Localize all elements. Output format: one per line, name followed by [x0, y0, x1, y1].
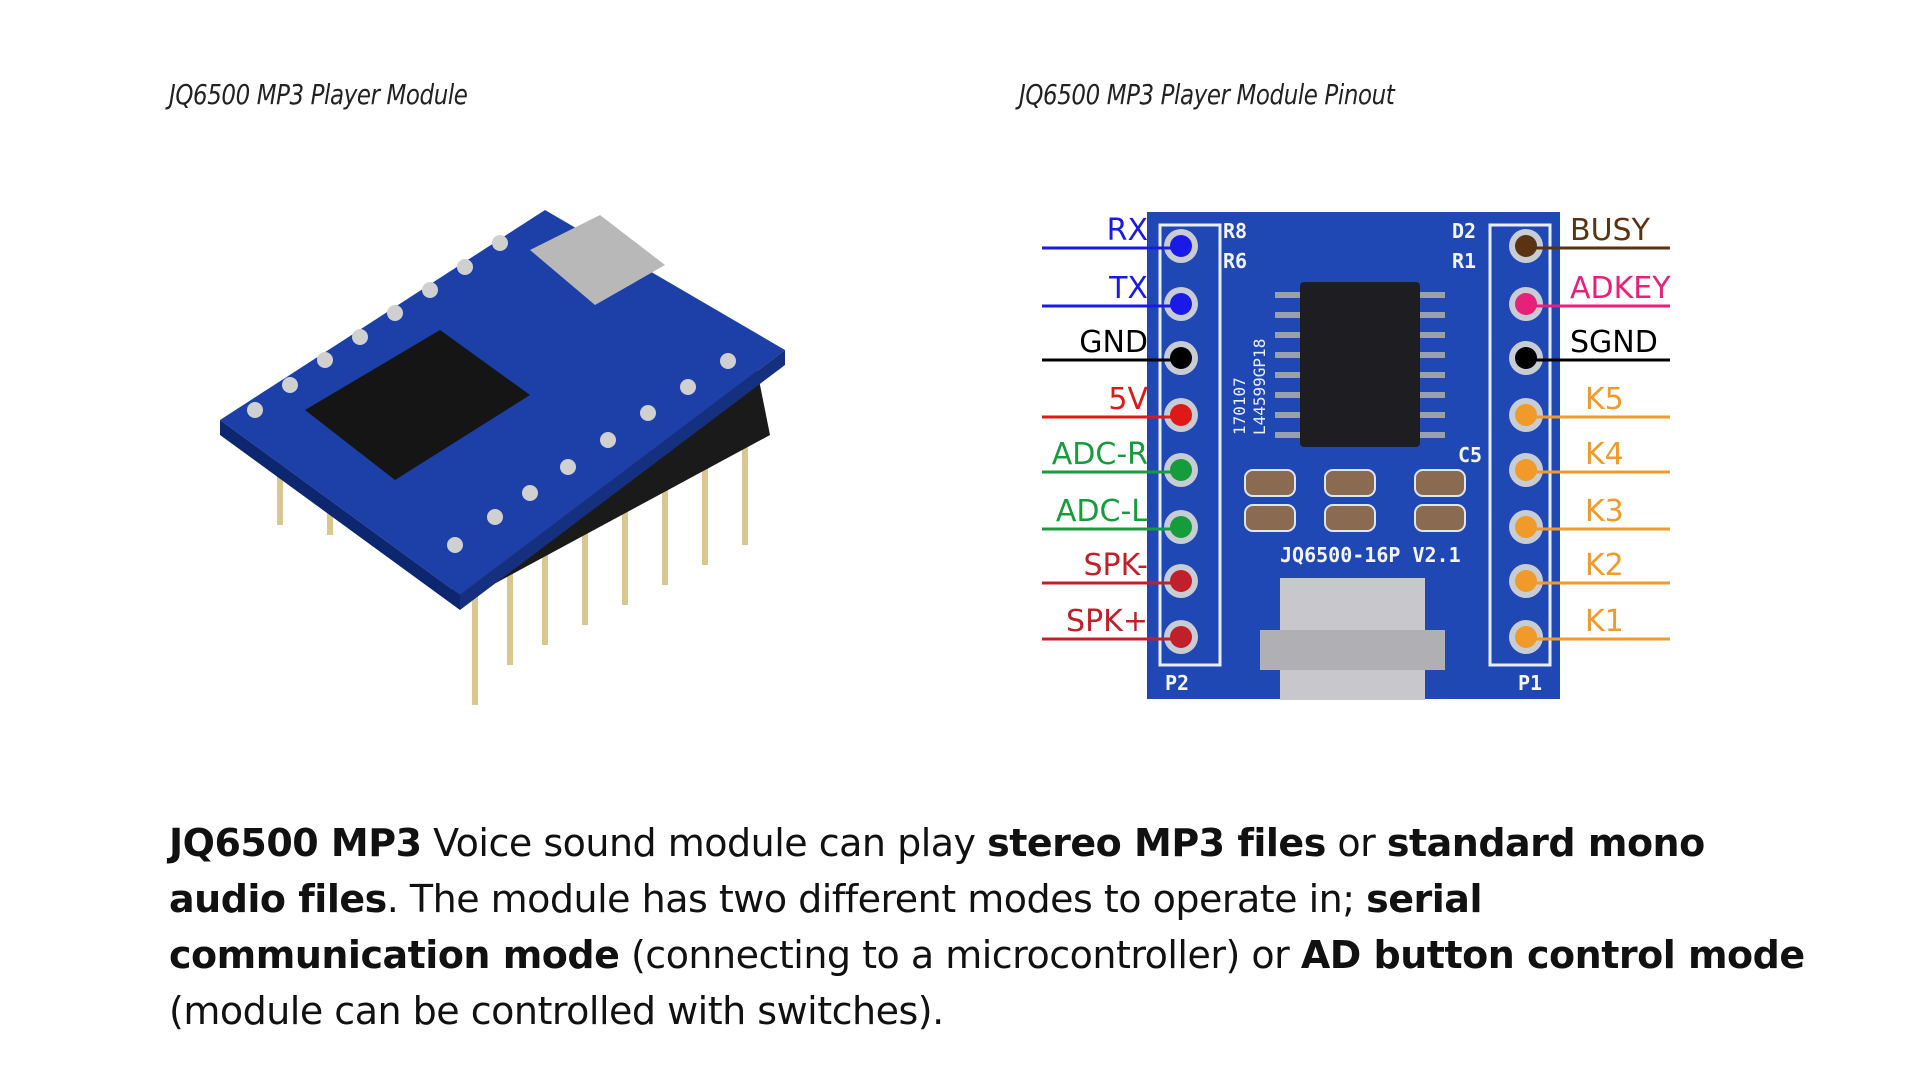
pin-k4: K4 — [1509, 437, 1670, 487]
pin-dot — [1170, 516, 1192, 538]
pin-label: TX — [1108, 271, 1148, 306]
board-silkscreen: JQ6500-16P V2.1 — [1280, 543, 1461, 567]
pin-dot — [1515, 404, 1537, 426]
pin-label: K1 — [1585, 604, 1624, 639]
pin-adc-l: ADC-L — [1042, 494, 1198, 544]
pin-adc-r: ADC-R — [1042, 437, 1198, 487]
pin-label: ADC-L — [1056, 494, 1148, 529]
pin-dot — [1515, 293, 1537, 315]
ref-label: R8 — [1223, 219, 1247, 243]
pin-k1: K1 — [1509, 604, 1670, 654]
pin-label: SPK- — [1084, 548, 1148, 583]
desc-text: (connecting to a microcontroller) or — [619, 933, 1301, 977]
usb-port — [530, 215, 665, 305]
ref-label: P2 — [1165, 671, 1189, 695]
chip-marking: 170107 — [1230, 377, 1249, 435]
chip — [1300, 282, 1420, 447]
pin-k2: K2 — [1509, 548, 1670, 598]
ref-label: R1 — [1452, 249, 1476, 273]
pin-dot — [1170, 404, 1192, 426]
pin-k5: K5 — [1509, 382, 1670, 432]
pin-gnd: GND — [1042, 325, 1198, 375]
pin-dot — [1515, 516, 1537, 538]
pin-spk-: SPK- — [1042, 548, 1198, 598]
pin-label: GND — [1079, 325, 1148, 360]
pin-label: ADC-R — [1052, 437, 1148, 472]
pin-tx: TX — [1042, 271, 1198, 321]
pin-dot — [1515, 626, 1537, 648]
ref-label: R6 — [1223, 249, 1247, 273]
pin-label: SGND — [1570, 325, 1658, 360]
pin-5v: 5V — [1042, 382, 1198, 432]
desc-bold: serial communication mode — [169, 877, 1482, 977]
pin-dot — [1515, 347, 1537, 369]
pin-k3: K3 — [1509, 494, 1670, 544]
desc-bold: JQ6500 MP3 — [169, 821, 422, 865]
pin-busy: BUSY — [1509, 213, 1670, 263]
chip-marking: L44599GP18 — [1250, 339, 1269, 435]
pin-dot — [1170, 347, 1192, 369]
pin-dot — [1170, 235, 1192, 257]
pin-label: K3 — [1585, 494, 1624, 529]
desc-text: Voice sound module can play — [421, 821, 988, 865]
pin-spk-: SPK+ — [1042, 604, 1198, 654]
pin-label: RX — [1107, 213, 1148, 248]
description-paragraph: JQ6500 MP3 Voice sound module can play s… — [169, 815, 1809, 1039]
pin-label: K5 — [1585, 382, 1624, 417]
chip — [305, 330, 530, 480]
module-photo — [220, 210, 785, 705]
pin-label: 5V — [1108, 382, 1148, 417]
pin-adkey: ADKEY — [1509, 271, 1671, 321]
pin-dot — [1170, 293, 1192, 315]
pin-label: BUSY — [1570, 213, 1651, 248]
pin-dot — [1170, 626, 1192, 648]
ref-label: C5 — [1458, 443, 1482, 467]
pin-dot — [1515, 570, 1537, 592]
pin-dot — [1170, 459, 1192, 481]
pinout-diagram: JQ6500-16P V2.1 R8 R6 D2 R1 C5 P2 P1 170… — [1042, 212, 1671, 700]
pin-label: K4 — [1585, 437, 1624, 472]
desc-bold: standard mono audio files — [169, 821, 1705, 921]
pin-rx: RX — [1042, 213, 1198, 263]
pin-dot — [1170, 570, 1192, 592]
pinout-title: JQ6500 MP3 Player Module Pinout — [1019, 78, 1395, 111]
pin-sgnd: SGND — [1509, 325, 1670, 375]
desc-text: or — [1325, 821, 1387, 865]
desc-bold: stereo MP3 files — [987, 821, 1326, 865]
pin-dot — [1515, 235, 1537, 257]
desc-bold: AD button control mode — [1300, 933, 1805, 977]
pin-label: SPK+ — [1066, 604, 1148, 639]
ref-label: D2 — [1452, 219, 1476, 243]
pin-label: ADKEY — [1570, 271, 1671, 306]
pin-dot — [1515, 459, 1537, 481]
desc-text: (module can be controlled with switches)… — [169, 989, 944, 1033]
ref-label: P1 — [1518, 671, 1542, 695]
desc-text: . The module has two different modes to … — [386, 877, 1367, 921]
pin-label: K2 — [1585, 548, 1624, 583]
module-photo-title: JQ6500 MP3 Player Module — [169, 78, 468, 111]
